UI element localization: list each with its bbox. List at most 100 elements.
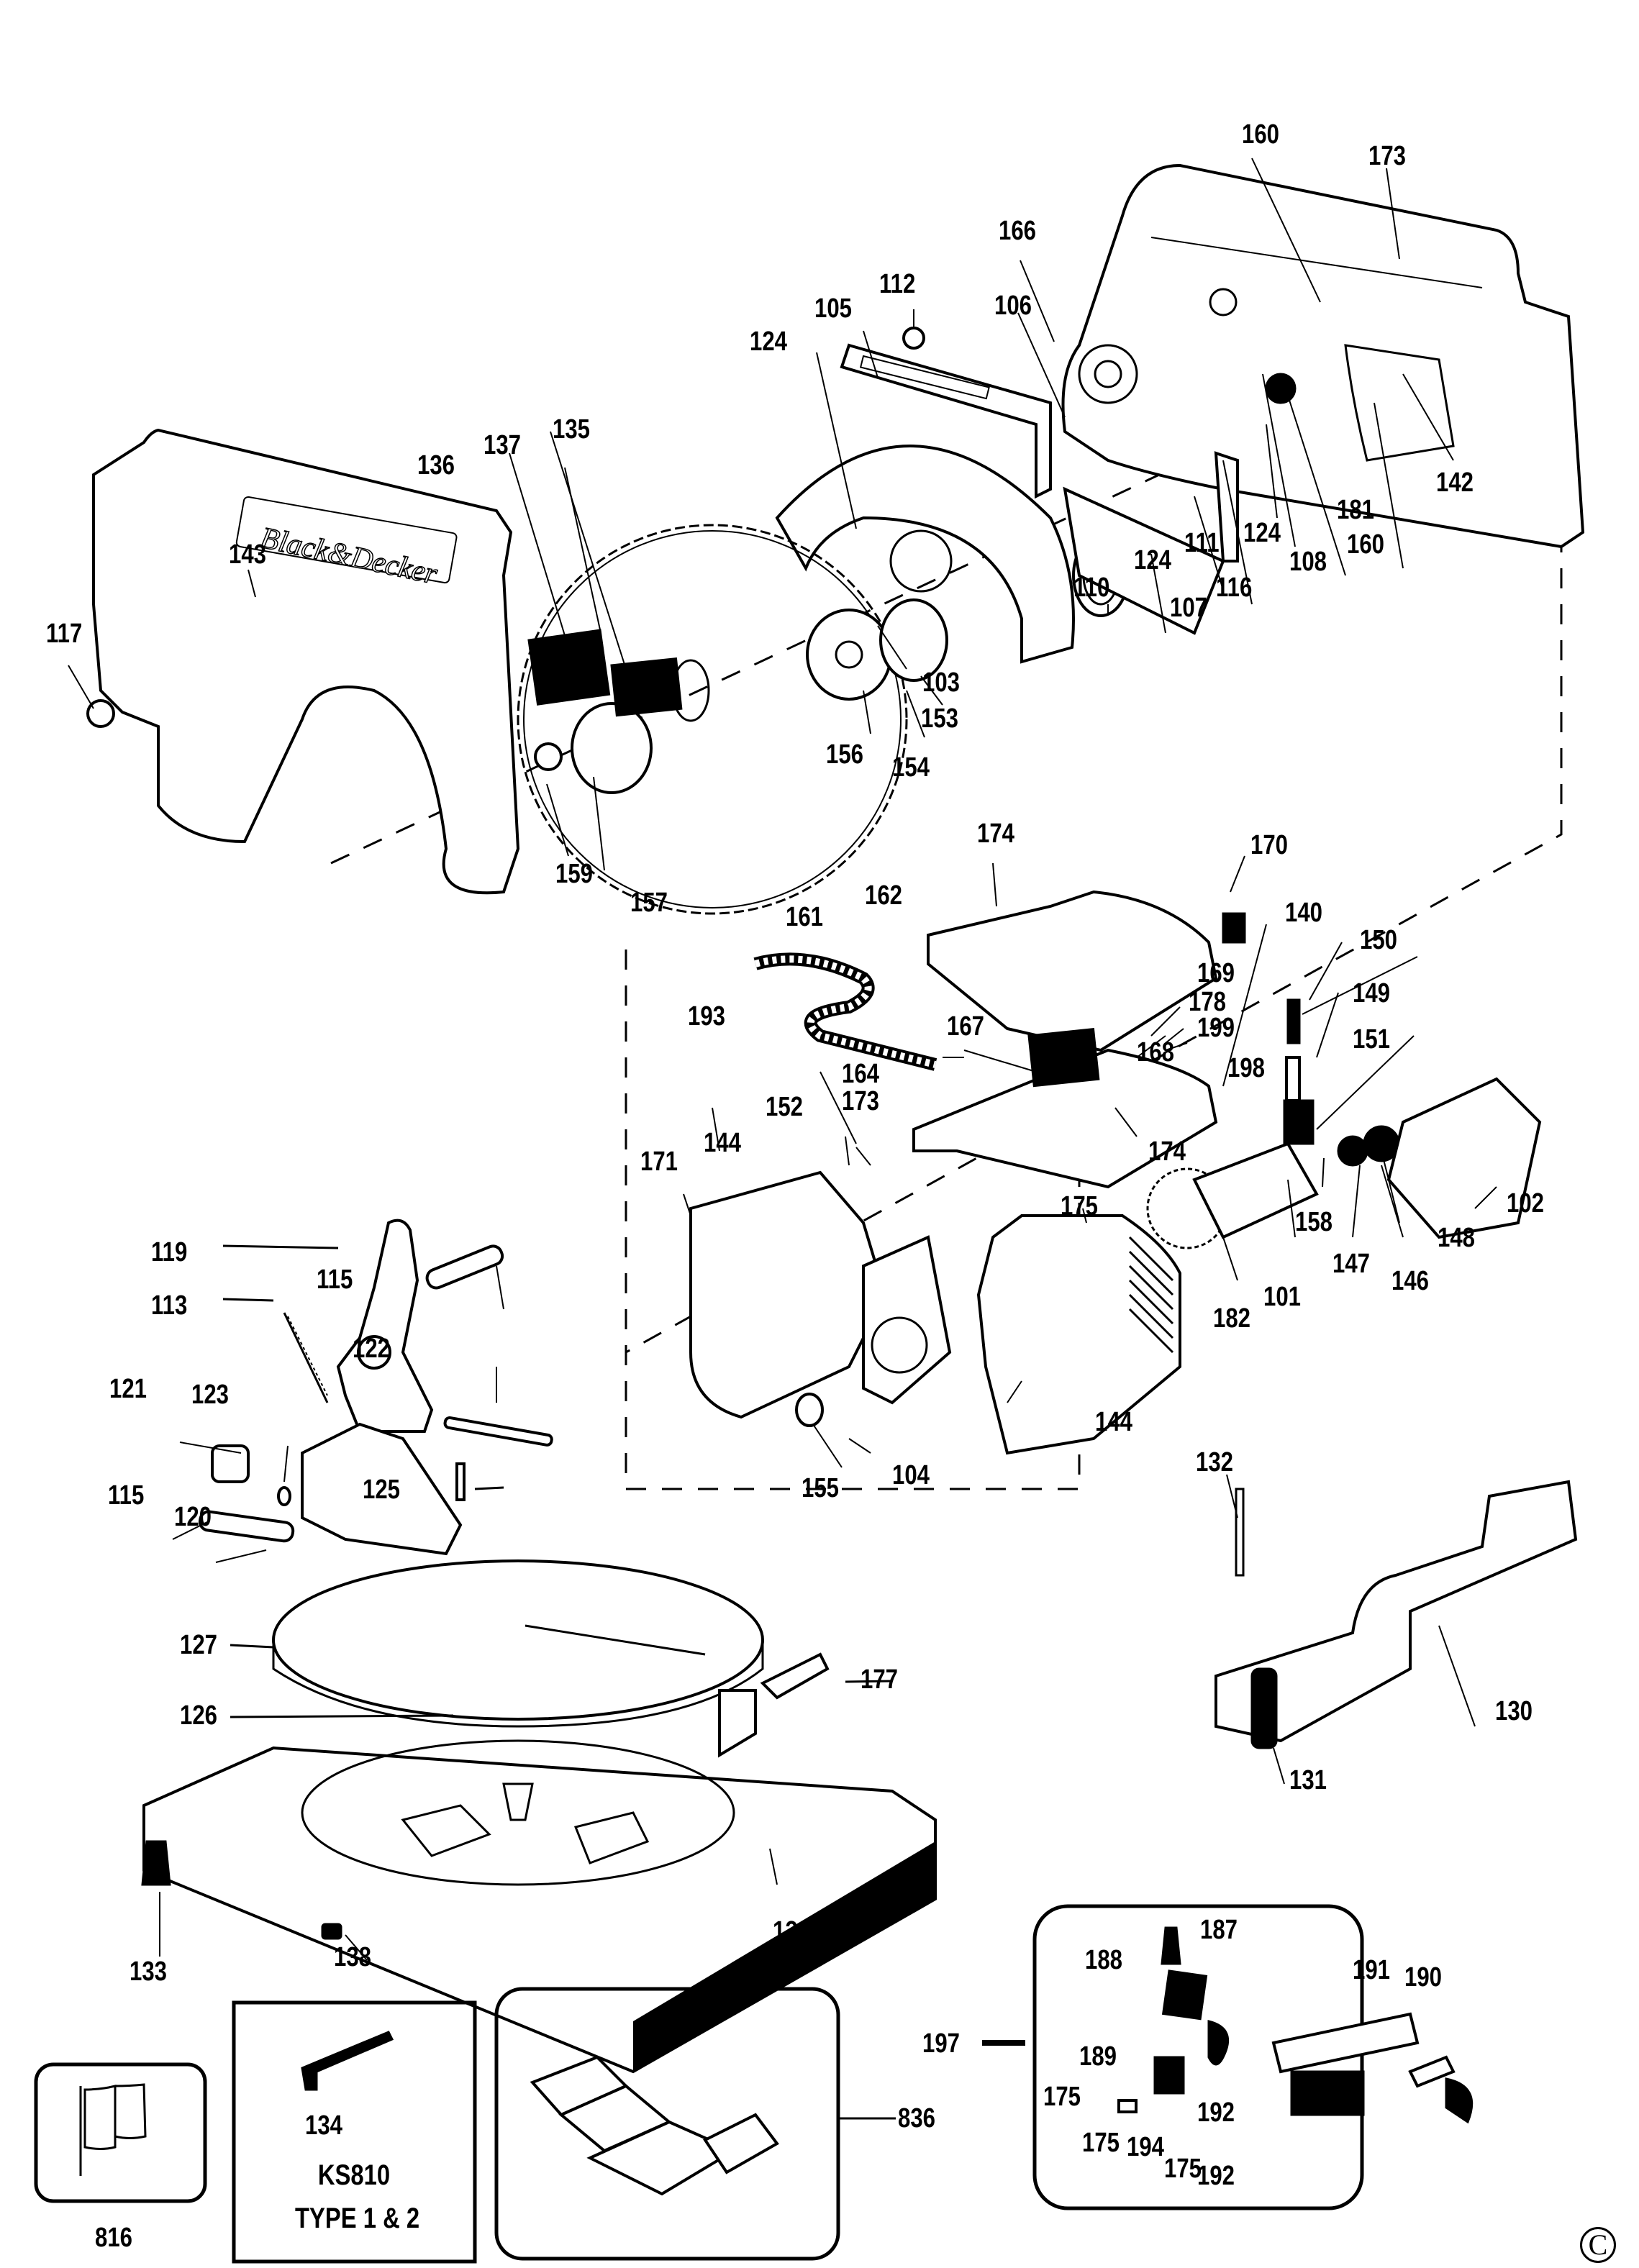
part-label[interactable]: 168	[1137, 1037, 1174, 1067]
part-label[interactable]: 158	[1295, 1207, 1332, 1237]
extension-support-130	[1215, 1480, 1578, 1749]
part-label[interactable]: 134	[305, 2110, 342, 2141]
part-label[interactable]: 171	[640, 1147, 678, 1177]
part-label[interactable]: 142	[1436, 468, 1474, 498]
part-label[interactable]: 198	[1227, 1053, 1265, 1083]
part-label[interactable]: 190	[1404, 1962, 1442, 1993]
part-label[interactable]: 126	[180, 1700, 217, 1731]
part-label[interactable]: 147	[1332, 1249, 1370, 1279]
part-label[interactable]: 115	[317, 1265, 353, 1295]
part-label[interactable]: 178	[1189, 987, 1226, 1017]
part-label[interactable]: 121	[109, 1374, 147, 1404]
part-label[interactable]: 143	[229, 539, 266, 570]
part-label[interactable]: 108	[1289, 547, 1327, 577]
part-label[interactable]: 117	[46, 619, 83, 649]
part-label[interactable]: 160	[1242, 119, 1279, 150]
part-label[interactable]: 174	[977, 819, 1014, 849]
part-label[interactable]: 146	[1391, 1266, 1429, 1296]
part-label[interactable]: 144	[1095, 1407, 1132, 1437]
part-label[interactable]: 138	[334, 1942, 371, 1972]
part-label[interactable]: 132	[1196, 1447, 1233, 1477]
part-label[interactable]: 101	[1263, 1282, 1301, 1312]
part-label[interactable]: 107	[1170, 593, 1207, 623]
part-label[interactable]: 155	[802, 1473, 839, 1503]
part-label[interactable]: 177	[861, 1664, 898, 1695]
part-label[interactable]: 199	[1197, 1013, 1235, 1043]
part-label[interactable]: 164	[842, 1059, 879, 1089]
part-label[interactable]: 170	[1250, 830, 1288, 860]
part-label[interactable]: 192	[1197, 2098, 1235, 2128]
part-label-case[interactable]: 836	[898, 2103, 935, 2133]
part-label[interactable]: 187	[1200, 1915, 1238, 1945]
inset-case-frame	[494, 1987, 840, 2261]
part-label[interactable]: 152	[766, 1092, 803, 1122]
part-label[interactable]: 104	[892, 1460, 930, 1490]
part-label[interactable]: 182	[1213, 1303, 1250, 1334]
part-label[interactable]: 192	[1197, 2161, 1235, 2191]
part-label[interactable]: 149	[1353, 978, 1390, 1008]
part-label[interactable]: 166	[999, 216, 1036, 246]
part-label[interactable]: 175	[1164, 2154, 1202, 2184]
part-label[interactable]: 188	[1085, 1945, 1122, 1975]
part-label[interactable]: 148	[1438, 1223, 1475, 1253]
part-label[interactable]: 162	[865, 880, 902, 911]
part-label[interactable]: 133	[130, 1957, 167, 1987]
part-label[interactable]: 113	[151, 1290, 188, 1321]
part-label[interactable]: 102	[1507, 1188, 1544, 1219]
part-label[interactable]: 169	[1197, 958, 1235, 988]
part-label[interactable]: 156	[826, 739, 863, 770]
part-label[interactable]: 112	[879, 269, 916, 299]
part-label[interactable]: 116	[1216, 573, 1253, 603]
part-label-kit[interactable]: 197	[922, 2028, 960, 2059]
part-label[interactable]: 173	[1368, 141, 1406, 171]
part-label[interactable]: 123	[191, 1380, 229, 1410]
part-label[interactable]: 110	[1073, 573, 1110, 603]
part-label[interactable]: 111	[1184, 528, 1220, 558]
part-label[interactable]: 174	[1148, 1137, 1186, 1167]
part-label-manual[interactable]: 816	[95, 2223, 132, 2253]
inset-manual-frame	[34, 2062, 207, 2203]
part-label[interactable]: 140	[1285, 898, 1322, 928]
part-label[interactable]: 128	[773, 1916, 810, 1946]
part-label[interactable]: 137	[483, 430, 521, 460]
part-label[interactable]: 191	[1353, 1955, 1390, 1985]
part-label[interactable]: 127	[180, 1630, 217, 1660]
part-label[interactable]: 154	[892, 752, 930, 783]
part-label[interactable]: 175	[1082, 2128, 1120, 2158]
part-label[interactable]: 150	[1360, 925, 1397, 955]
wrench-134-icon	[301, 2031, 394, 2091]
part-label[interactable]: 173	[842, 1086, 879, 1116]
manual-flag-icon	[79, 2083, 147, 2176]
part-label[interactable]: 124	[750, 327, 787, 357]
part-label[interactable]: 160	[1347, 529, 1384, 560]
part-label[interactable]: 144	[704, 1128, 741, 1158]
part-label[interactable]: 131	[1289, 1765, 1327, 1795]
part-label[interactable]: 151	[1353, 1024, 1390, 1055]
part-label[interactable]: 135	[553, 414, 590, 445]
part-label[interactable]: 125	[363, 1475, 400, 1505]
handle-housing-140	[912, 890, 1246, 1189]
part-label[interactable]: 194	[1127, 2132, 1164, 2162]
part-label[interactable]: 106	[994, 291, 1032, 321]
part-label[interactable]: 136	[417, 450, 455, 481]
part-label[interactable]: 122	[353, 1334, 390, 1364]
part-label[interactable]: 159	[555, 859, 593, 889]
part-label[interactable]: 193	[688, 1001, 725, 1031]
part-label[interactable]: 153	[921, 703, 958, 734]
part-label[interactable]: 130	[1495, 1696, 1533, 1726]
part-label[interactable]: 124	[1243, 518, 1281, 548]
part-label[interactable]: 175	[1061, 1191, 1098, 1221]
part-label[interactable]: 161	[786, 902, 823, 932]
part-label[interactable]: 175	[1043, 2082, 1081, 2112]
part-label[interactable]: 119	[151, 1237, 188, 1267]
part-label[interactable]: 181	[1337, 495, 1374, 525]
model-caption: KS810	[317, 2159, 391, 2191]
part-label[interactable]: 167	[947, 1011, 984, 1042]
part-label[interactable]: 124	[1134, 545, 1171, 575]
part-label[interactable]: 105	[814, 293, 852, 324]
part-label[interactable]: 189	[1079, 2041, 1117, 2072]
part-label[interactable]: 103	[922, 668, 960, 698]
part-label[interactable]: 115	[108, 1480, 145, 1511]
part-label[interactable]: 120	[174, 1502, 212, 1532]
part-label[interactable]: 157	[630, 888, 668, 918]
